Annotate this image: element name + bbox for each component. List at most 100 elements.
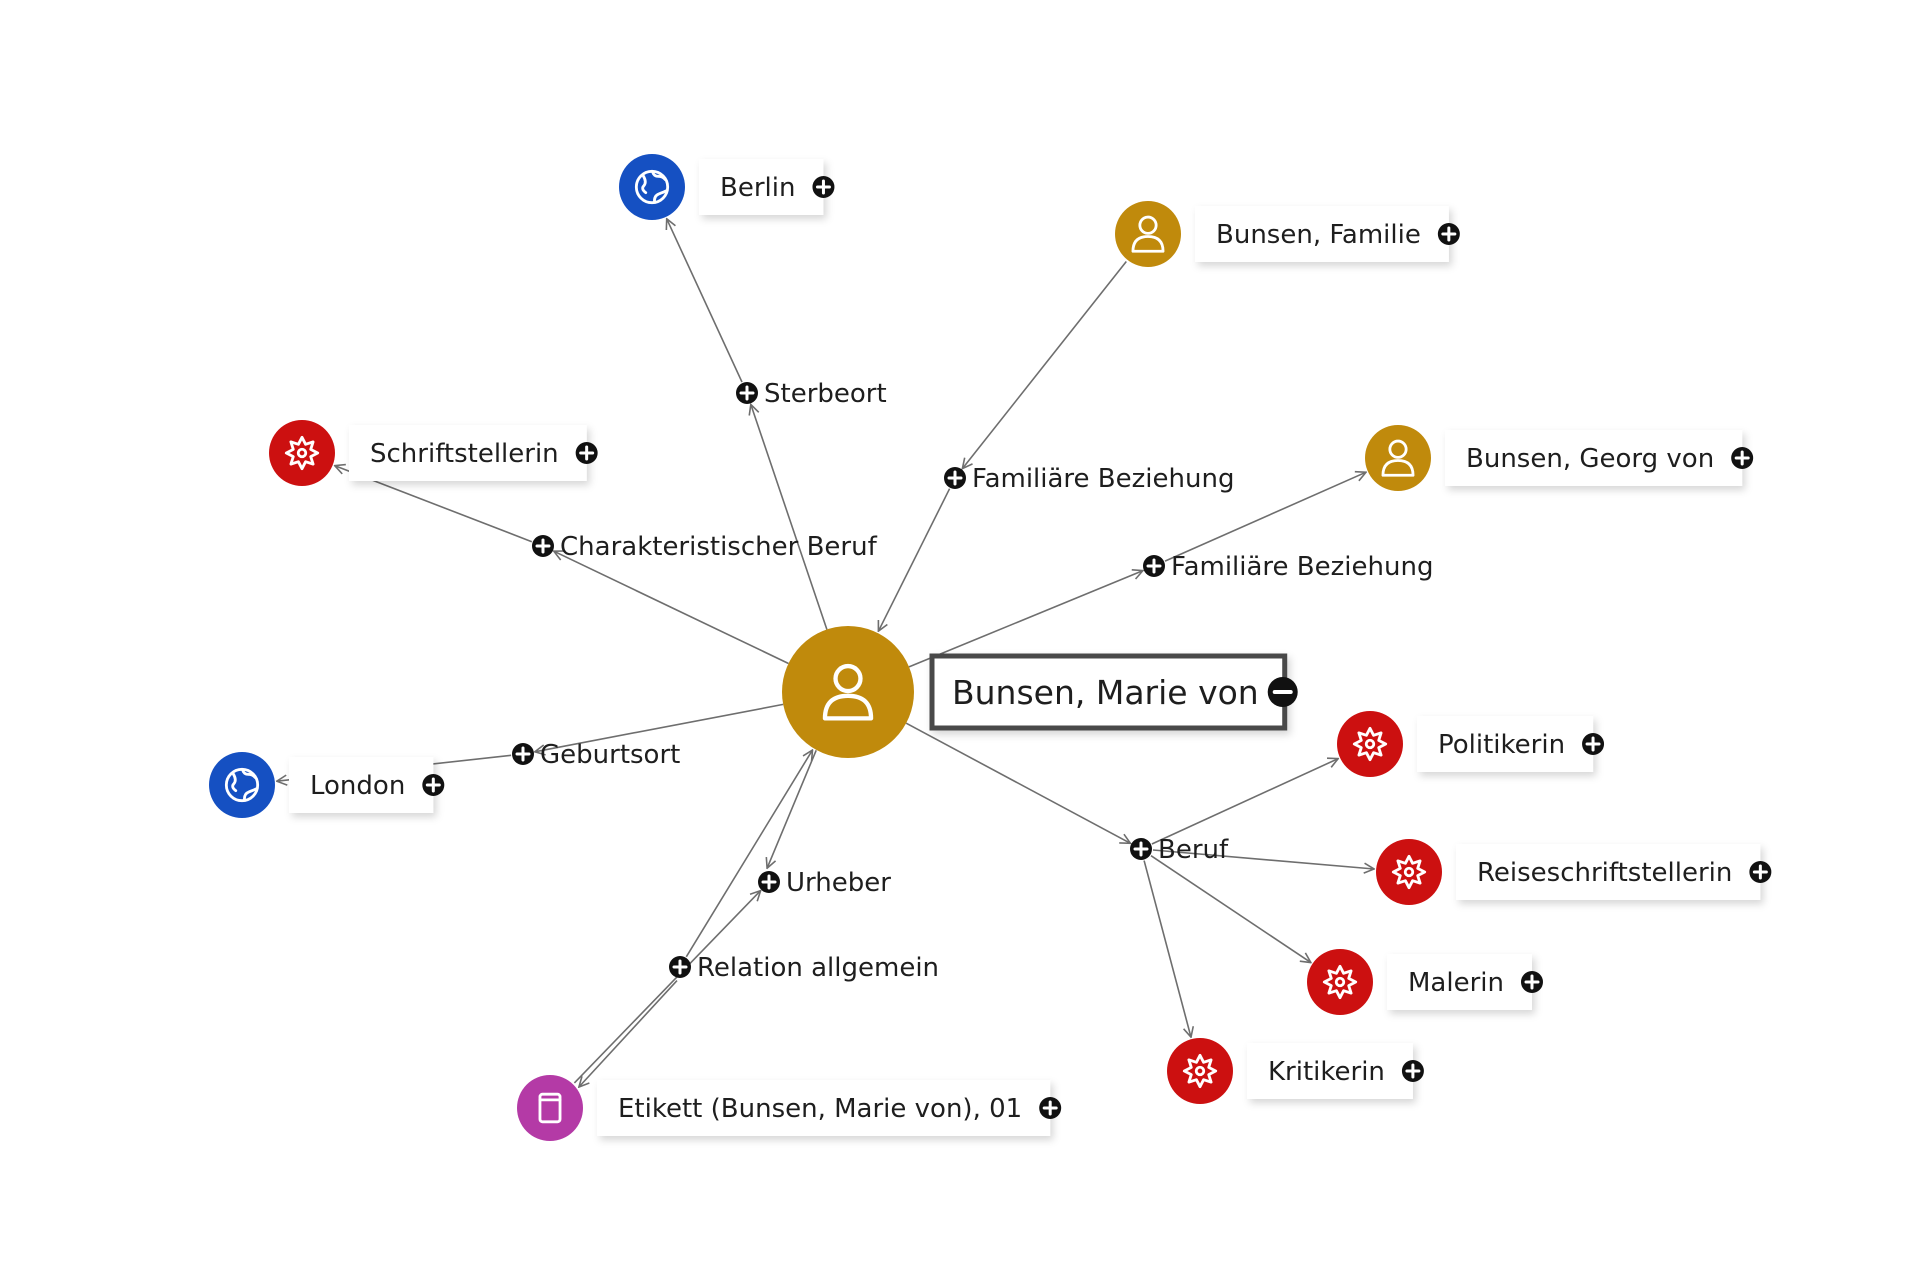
- relation-geburt-expand-button[interactable]: [512, 743, 534, 765]
- node-schrift-expand-button[interactable]: [575, 442, 598, 464]
- node-london-label-box[interactable]: [289, 757, 434, 813]
- edge-center-sterbeort: [751, 404, 828, 630]
- node-berlin-circle[interactable]: [619, 154, 685, 220]
- edge-fam1-center: [878, 488, 951, 632]
- relation-geburt[interactable]: Geburtsort: [512, 740, 680, 770]
- center-node-collapse-button[interactable]: [1267, 677, 1298, 707]
- node-berlin-label: Berlin: [720, 173, 795, 203]
- relation-sterbeort-label: Sterbeort: [764, 379, 887, 409]
- document-icon: [538, 1092, 562, 1124]
- edge-etikett-urheber: [573, 891, 760, 1084]
- node-politik-expand-button[interactable]: [1582, 733, 1605, 755]
- node-kritikerin[interactable]: Kritikerin: [1167, 1038, 1424, 1104]
- node-malerin-expand-button[interactable]: [1520, 971, 1543, 993]
- node-london[interactable]: London: [209, 752, 445, 818]
- node-malerin-label: Malerin: [1408, 968, 1504, 998]
- node-schrift-label: Schriftstellerin: [370, 439, 559, 469]
- center-node-label: Bunsen, Marie von: [952, 673, 1259, 712]
- node-bunsen-georg-von[interactable]: Bunsen, Georg von: [1365, 425, 1754, 491]
- node-etikett-expand-button[interactable]: [1039, 1097, 1062, 1119]
- relation-urheber[interactable]: Urheber: [758, 868, 891, 898]
- relation-sterbeort[interactable]: Sterbeort: [736, 379, 887, 409]
- node-schrift-label-box[interactable]: [349, 425, 587, 481]
- node-malerin[interactable]: Malerin: [1307, 949, 1543, 1015]
- occupation-icon: [1391, 854, 1427, 890]
- node-reise-circle[interactable]: [1376, 839, 1442, 905]
- relation-sterbeort-expand-button[interactable]: [736, 382, 758, 404]
- person-icon: [1131, 215, 1165, 253]
- relation-fam2-expand-button[interactable]: [1143, 555, 1165, 577]
- center-node[interactable]: Bunsen, Marie von: [782, 626, 1298, 758]
- node-reise-label-box[interactable]: [1456, 844, 1761, 900]
- relation-fam1[interactable]: Familiäre Beziehung: [944, 464, 1234, 494]
- relation-urheber-expand-button[interactable]: [758, 871, 780, 893]
- relation-charakt[interactable]: Charakteristischer Beruf: [532, 532, 878, 562]
- globe-icon: [634, 169, 670, 205]
- center-node-label-box[interactable]: [929, 653, 1288, 731]
- node-reise-expand-button[interactable]: [1749, 861, 1772, 883]
- node-london-expand-button[interactable]: [422, 774, 445, 796]
- node-familie-label: Bunsen, Familie: [1216, 220, 1421, 250]
- center-layer: Bunsen, Marie von: [782, 626, 1298, 758]
- relation-fam1-expand-button[interactable]: [944, 467, 966, 489]
- node-kritik-expand-button[interactable]: [1401, 1060, 1424, 1082]
- edge-sterbeort-berlin: [667, 219, 743, 383]
- node-georg-label-box[interactable]: [1445, 430, 1743, 486]
- node-malerin-label-box[interactable]: [1387, 954, 1532, 1010]
- relation-fam2[interactable]: Familiäre Beziehung: [1143, 552, 1433, 582]
- node-bunsen-familie[interactable]: Bunsen, Familie: [1115, 201, 1460, 267]
- node-schrift-circle[interactable]: [269, 420, 335, 486]
- edge-center-charakt: [554, 551, 789, 665]
- node-schriftstellerin[interactable]: Schriftstellerin: [269, 420, 598, 486]
- edge-center-urheber: [767, 749, 817, 868]
- node-politikerin[interactable]: Politikerin: [1337, 711, 1605, 777]
- person-icon: [1381, 439, 1415, 477]
- node-etikett-bunsen-marie-von-01[interactable]: Etikett (Bunsen, Marie von), 01: [517, 1075, 1062, 1141]
- node-berlin-label-box[interactable]: [699, 159, 824, 215]
- occupation-icon: [284, 435, 320, 471]
- edge-center-beruf: [905, 722, 1130, 843]
- relation-fam1-label: Familiäre Beziehung: [972, 464, 1234, 494]
- node-politik-label: Politikerin: [1438, 730, 1565, 760]
- node-familie-label-box[interactable]: [1195, 206, 1449, 262]
- node-familie-expand-button[interactable]: [1437, 223, 1460, 245]
- edge-beruf-kritik: [1143, 860, 1191, 1038]
- occupation-icon: [1182, 1053, 1218, 1089]
- person-icon: [822, 663, 874, 721]
- node-malerin-circle[interactable]: [1307, 949, 1373, 1015]
- node-london-circle[interactable]: [209, 752, 275, 818]
- node-etikett-label: Etikett (Bunsen, Marie von), 01: [618, 1094, 1022, 1124]
- node-politik-label-box[interactable]: [1417, 716, 1594, 772]
- edge-beruf-reise: [1152, 849, 1374, 869]
- node-georg-expand-button[interactable]: [1731, 447, 1754, 469]
- node-kritik-label-box[interactable]: [1247, 1043, 1413, 1099]
- relation-charakt-expand-button[interactable]: [532, 535, 554, 557]
- node-etikett-circle[interactable]: [517, 1075, 583, 1141]
- relation-relation[interactable]: Relation allgemein: [669, 953, 939, 983]
- relation-beruf-label: Beruf: [1158, 835, 1229, 865]
- node-politik-circle[interactable]: [1337, 711, 1403, 777]
- node-kritik-circle[interactable]: [1167, 1038, 1233, 1104]
- relation-beruf[interactable]: Beruf: [1130, 835, 1229, 865]
- node-london-label: London: [310, 771, 405, 801]
- node-etikett-label-box[interactable]: [597, 1080, 1051, 1136]
- occupation-icon: [1322, 964, 1358, 1000]
- edge-familie-fam1: [962, 261, 1127, 469]
- edge-relation-etikett: [579, 980, 678, 1087]
- node-reiseschriftstellerin[interactable]: Reiseschriftstellerin: [1376, 839, 1772, 905]
- node-berlin-expand-button[interactable]: [812, 176, 835, 198]
- relation-urheber-label: Urheber: [786, 868, 891, 898]
- node-kritik-label: Kritikerin: [1268, 1057, 1385, 1087]
- node-berlin[interactable]: Berlin: [619, 154, 835, 220]
- relation-charakt-label: Charakteristischer Beruf: [560, 532, 878, 562]
- edge-beruf-politik: [1151, 759, 1338, 845]
- edge-center-geburt: [535, 703, 784, 751]
- relation-relation-expand-button[interactable]: [669, 956, 691, 978]
- edge-relation-center: [685, 750, 812, 958]
- relation-beruf-expand-button[interactable]: [1130, 838, 1152, 860]
- relation-geburt-label: Geburtsort: [540, 740, 680, 770]
- node-georg-label: Bunsen, Georg von: [1466, 444, 1714, 474]
- edge-center-fam2: [908, 571, 1143, 668]
